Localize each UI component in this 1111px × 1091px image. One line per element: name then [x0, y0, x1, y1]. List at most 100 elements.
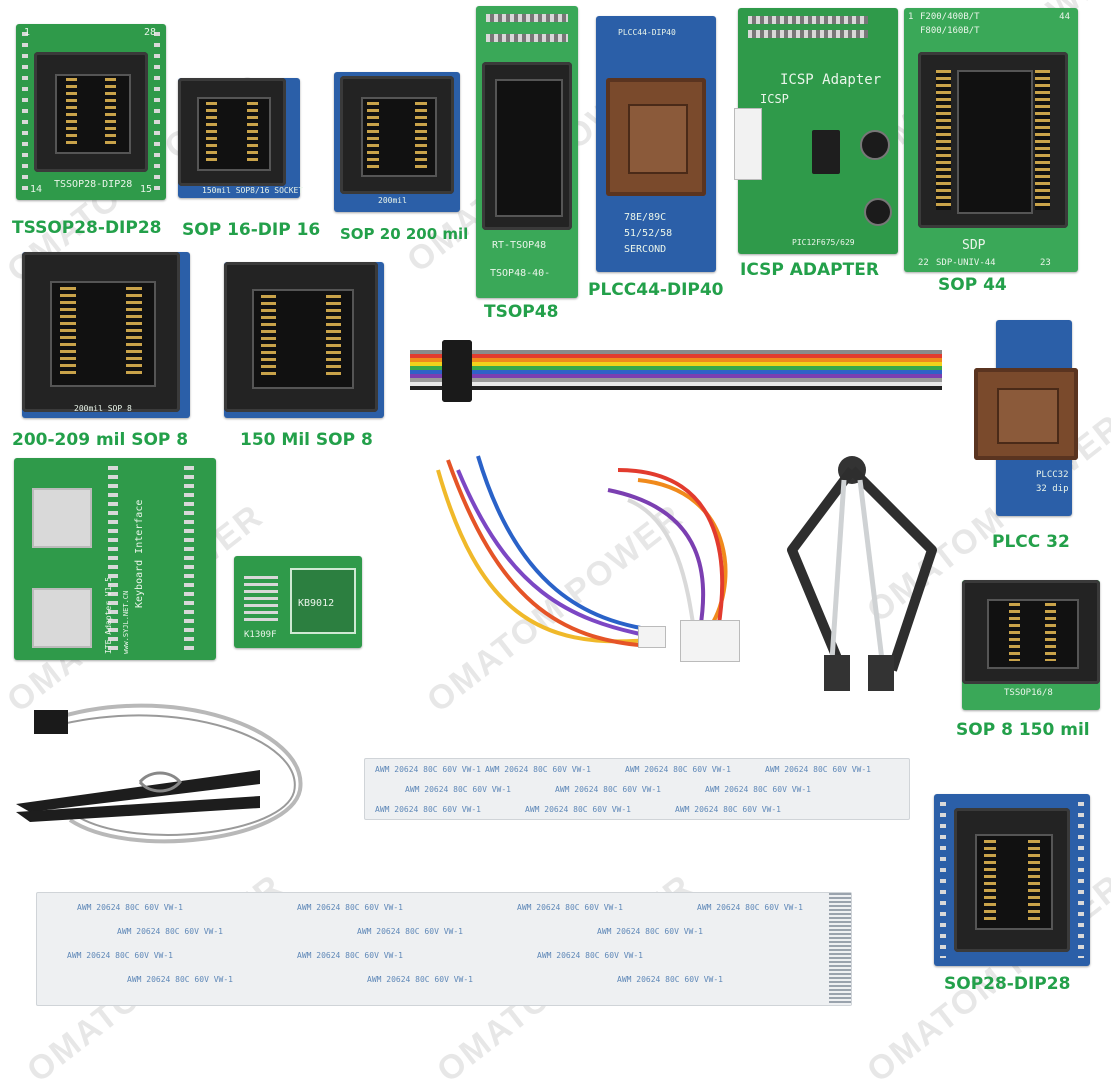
fpc-marking: AWM 20624 80C 60V VW-1 [517, 903, 623, 912]
ribbon-wire [410, 354, 942, 358]
test-clip-graphic [16, 703, 303, 844]
header-pins [486, 34, 568, 42]
sop20-label: SOP 20 200 mil [340, 225, 469, 243]
ribbon-wire [410, 358, 942, 362]
pad-array [244, 576, 278, 622]
fpc-marking: AWM 20624 80C 60V VW-1 [617, 975, 723, 984]
socket-pins [415, 101, 427, 169]
extractor-graphic [787, 456, 937, 691]
socket-pins [126, 287, 143, 377]
sop16-adapter: 150mil SOP8/16 SOCKET [178, 78, 303, 198]
ribbon-connector [442, 340, 472, 402]
plcc44-adapter: PLCC44-DIP40 78E/89C 51/52/58 SERCOND [596, 16, 716, 272]
board-marking: 200mil [378, 196, 407, 205]
rainbow-ribbon-cable [410, 336, 942, 406]
capacitor [860, 130, 890, 160]
plcc32-label: PLCC 32 [992, 532, 1070, 552]
fpc-marking: AWM 20624 80C 60V VW-1 [705, 785, 811, 794]
tssop28-adapter: 1 28 TSSOP28-DIP28 14 15 [16, 24, 166, 200]
header-pins-left [22, 32, 28, 192]
board-marking: PLCC32 [1036, 470, 1069, 480]
fpc-marking: AWM 20624 80C 60V VW-1 [77, 903, 183, 912]
sop8-150mil-adapter [224, 262, 384, 418]
board-marking: 51/52/58 [624, 228, 673, 239]
socket-pins [936, 69, 951, 211]
board-marking: F800/160B/T [920, 26, 980, 36]
board-marking: 78E/89C [624, 212, 667, 223]
sop28-adapter [934, 794, 1090, 966]
wire-harness-graphic [436, 455, 728, 648]
board-marking: ITE Adapter V1.5 [104, 576, 113, 654]
fpc-marking: AWM 20624 80C 60V VW-1 [697, 903, 803, 912]
board-marking: SDP [962, 238, 986, 253]
pin-label: 1 [908, 12, 914, 22]
header-pins-left [940, 802, 946, 958]
sop44-adapter: 1 F200/400B/T 44 F800/160B/T SDP 22 SDP-… [904, 8, 1078, 272]
plcc-socket [606, 78, 706, 196]
zif-socket [224, 262, 378, 412]
socket-pins [984, 839, 996, 921]
ribbon-wire [410, 350, 942, 354]
socket-pins [367, 101, 379, 169]
chip [290, 568, 356, 634]
header-pins [748, 16, 868, 24]
fpc-marking: AWM 20624 80C 60V VW-1 [525, 805, 631, 814]
soic-test-clip [10, 700, 312, 860]
ribbon-wire [410, 366, 942, 370]
socket-pins [206, 101, 217, 163]
board-marking: www.SYJL.NET.CN [122, 590, 130, 654]
board-marking: PLCC44-DIP40 [618, 28, 676, 37]
zif-socket [918, 52, 1068, 228]
pin-label: 44 [1059, 12, 1070, 22]
zif-socket [178, 78, 286, 186]
sop8-150mil-b-label: SOP 8 150 mil [956, 720, 1090, 740]
header-pins [748, 30, 868, 38]
pin-label: 15 [139, 184, 152, 195]
fpc-marking: AWM 20624 80C 60V VW-1 [537, 951, 643, 960]
icsp-adapter: ICSP Adapter ICSP PIC12F675/629 [734, 8, 898, 254]
wire-connector [680, 620, 740, 662]
board-marking: ICSP [760, 92, 789, 106]
ite-adapter-board: Keyboard Interface ITE Adapter V1.5 www.… [14, 458, 216, 660]
header-pins-right [1078, 802, 1084, 958]
board-marking: K1309F [244, 630, 277, 640]
socket-pins [65, 78, 78, 146]
socket-cavity [986, 598, 1080, 670]
ribbon-wire [410, 362, 942, 366]
chip-extractor-tool [782, 440, 942, 716]
header-pins [184, 466, 194, 652]
ribbon-wire [410, 386, 942, 390]
socket-cavity [957, 69, 1033, 215]
board-marking: SERCOND [624, 244, 667, 255]
sop8-200mil-label: 200-209 mil SOP 8 [12, 430, 189, 450]
fpc-marking: AWM 20624 80C 60V VW-1 [297, 951, 403, 960]
sop16-label: SOP 16-DIP 16 [182, 220, 321, 240]
fpc-contacts [829, 893, 851, 1005]
board-marking: Keyboard Interface [134, 499, 145, 608]
board-marking: RT-TSOP48 [492, 240, 547, 251]
board-marking: TSSOP16/8 [1004, 688, 1053, 698]
fpc-cable-long: AWM 20624 80C 60V VW-1 AWM 20624 80C 60V… [36, 892, 852, 1006]
board-marking: 200mil SOP 8 [74, 404, 132, 413]
capacitor [864, 198, 892, 226]
sop8-150mil-label: 150 Mil SOP 8 [240, 430, 373, 450]
pin-label: 23 [1040, 258, 1051, 268]
sop44-label: SOP 44 [938, 275, 1007, 295]
plcc-socket [974, 368, 1078, 460]
fpc-marking: AWM 20624 80C 60V VW-1 [375, 805, 481, 814]
fpc-marking: AWM 20624 80C 60V VW-1 [67, 951, 173, 960]
icsp-label: ICSP ADAPTER [740, 260, 879, 280]
sop20-adapter: 200mil [334, 72, 460, 212]
chip-marking: KB9012 [298, 598, 335, 609]
sop8-200mil-adapter: 200mil SOP 8 [22, 252, 190, 418]
tsop48-adapter: RT-TSOP48 TSOP48-40- [476, 6, 578, 298]
fpc-marking: AWM 20624 80C 60V VW-1 [117, 927, 223, 936]
ribbon-wire [410, 378, 942, 382]
connector [734, 108, 762, 180]
zif-socket [340, 76, 454, 194]
board-marking: PIC12F675/629 [792, 238, 855, 247]
board-marking: 32 dip [1036, 484, 1069, 494]
board-marking: F200/400B/T [920, 12, 980, 22]
plcc44-label: PLCC44-DIP40 [588, 280, 724, 300]
fpc-marking: AWM 20624 80C 60V VW-1 [367, 975, 473, 984]
